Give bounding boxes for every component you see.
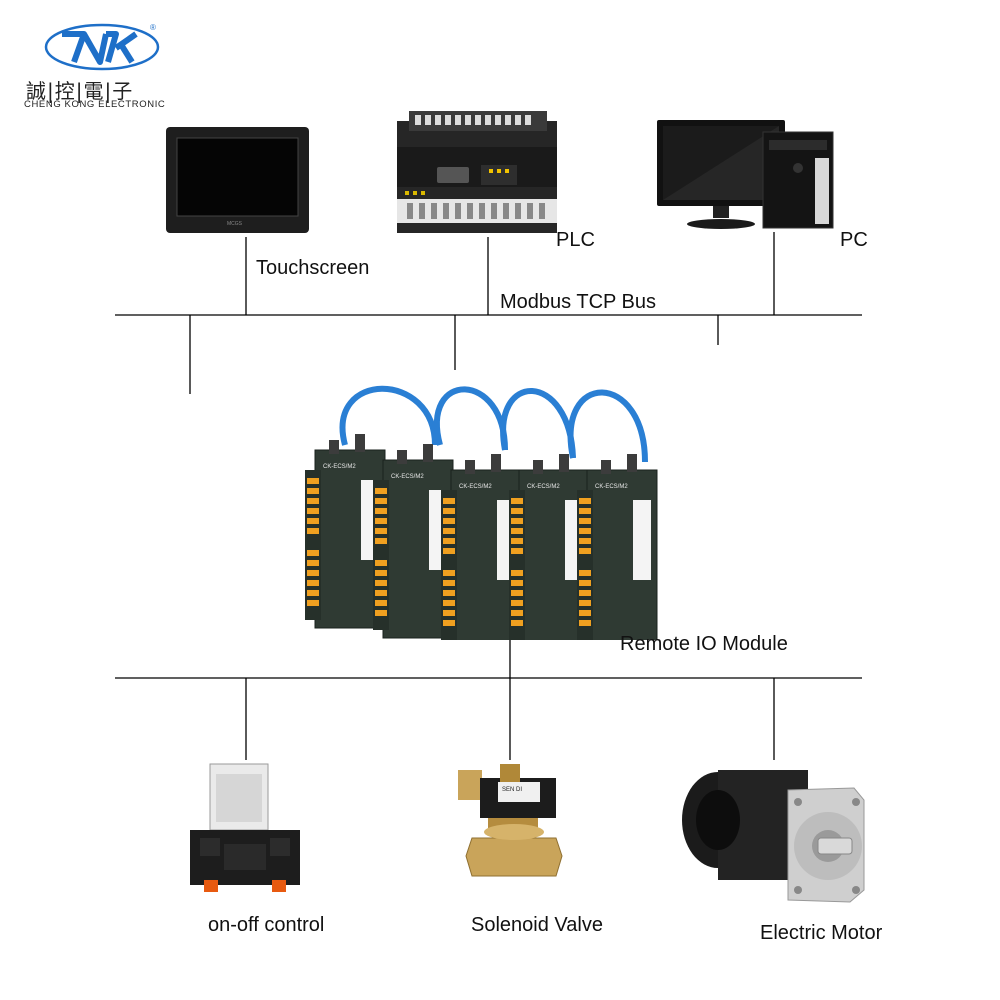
plc-label: PLC [556, 229, 595, 251]
plc-icon [397, 111, 557, 233]
electric-motor-icon [682, 770, 865, 903]
pc-label: PC [840, 229, 868, 251]
touchscreen-icon: MCGS [166, 127, 309, 233]
modbus-tcp-bus-label: Modbus TCP Bus [500, 291, 657, 313]
pc-icon [657, 120, 834, 229]
relay-icon [190, 763, 300, 892]
logo-mark-icon: ® [44, 23, 160, 71]
svg-text:MCGS: MCGS [227, 221, 243, 227]
logo-english-name: CHENG KONG ELECTRONIC [24, 99, 166, 110]
remote-io-label: Remote IO Module [620, 633, 788, 655]
touchscreen-label: Touchscreen [256, 257, 370, 279]
motor-label: Electric Motor [760, 922, 883, 944]
solenoid-valve-icon: SEN DI [458, 764, 563, 877]
relay-label: on-off control [208, 914, 325, 936]
remote-io-module-group-icon: CK-ECS/M2 [305, 385, 658, 640]
logo-registered: ® [150, 23, 156, 32]
svg-text:SEN DI: SEN DI [502, 787, 522, 793]
valve-label: Solenoid Valve [471, 914, 603, 936]
logo-chinese-name: 誠|控|電|子 [26, 79, 134, 103]
